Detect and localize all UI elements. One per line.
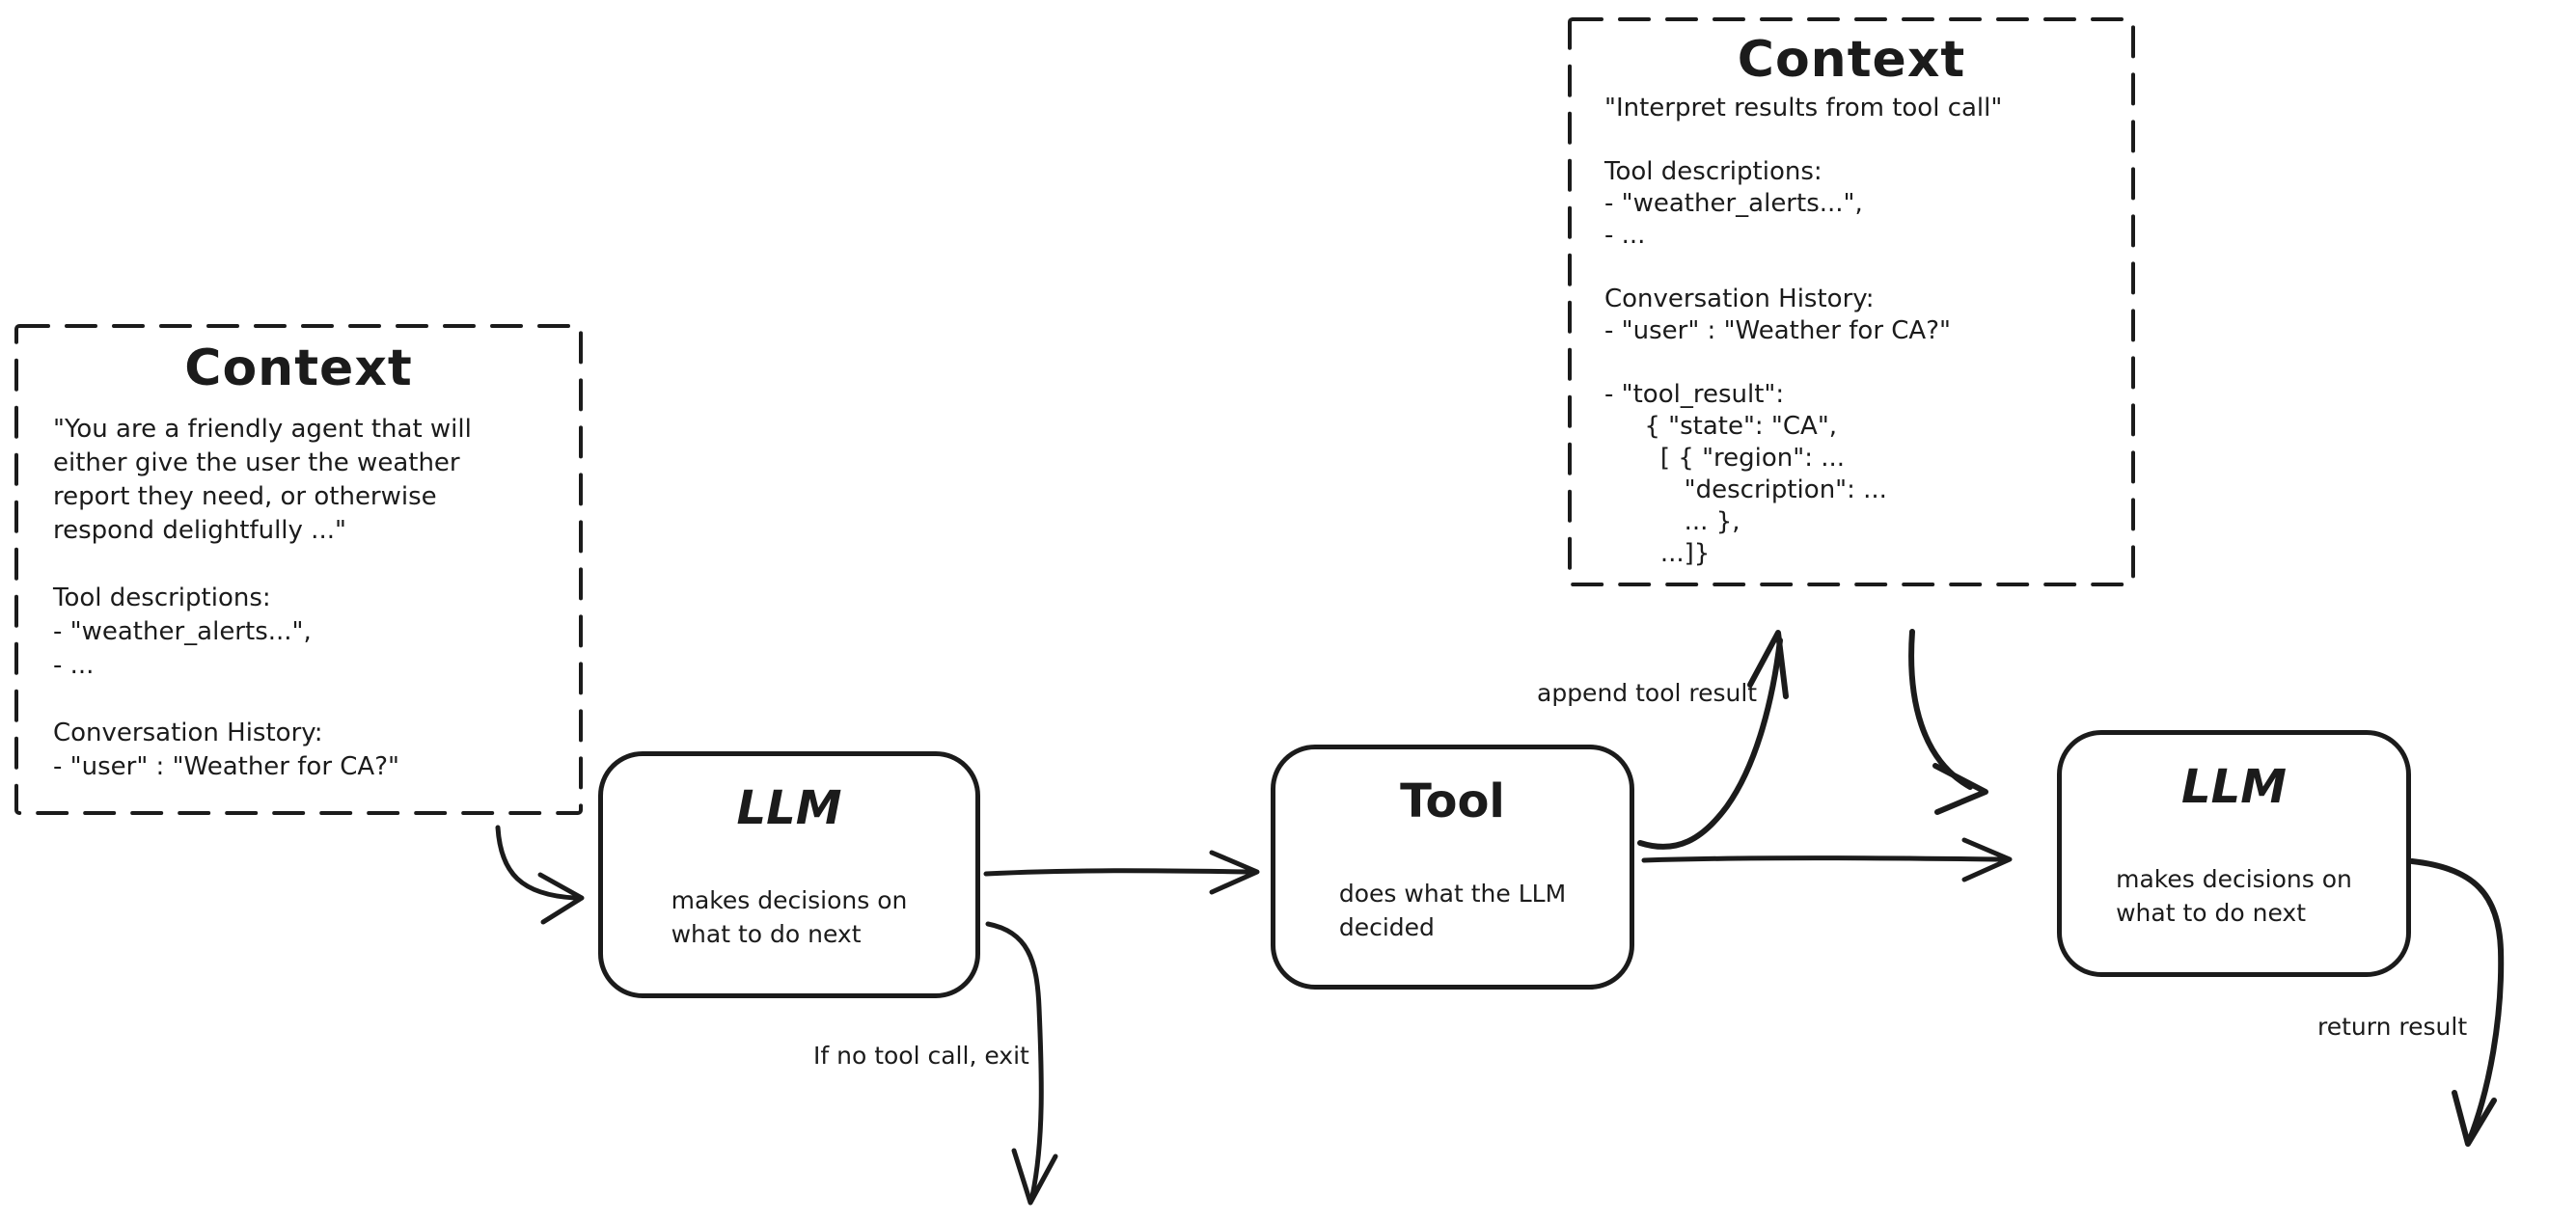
- context-right-outline: [1568, 17, 2135, 586]
- node-llm-2: LLM makes decisions on what to do next: [2057, 730, 2411, 977]
- node-llm-2-title: LLM: [2181, 760, 2287, 814]
- node-tool: Tool does what the LLM decided: [1271, 745, 1634, 990]
- arrow-context-to-llm1: [495, 825, 585, 925]
- label-append-tool-result: append tool result: [1537, 679, 1758, 707]
- label-return-result: return result: [2317, 1013, 2468, 1041]
- arrow-llm1-exit: [985, 921, 1058, 1206]
- context-right-body: "Interpret results from tool call" Tool …: [1604, 94, 2003, 568]
- node-tool-title: Tool: [1400, 774, 1505, 828]
- arrow-llm1-to-tool: [983, 850, 1260, 895]
- node-llm-1-title: LLM: [736, 781, 842, 835]
- node-llm-2-subtitle: makes decisions on what to do next: [2116, 865, 2352, 927]
- context-left-outline: [14, 324, 583, 815]
- node-tool-subtitle: does what the LLM decided: [1338, 880, 1567, 941]
- context-left-title: Context: [184, 339, 413, 397]
- node-llm-1: LLM makes decisions on what to do next: [598, 751, 980, 998]
- context-left-body: "You are a friendly agent that will eith…: [53, 415, 472, 781]
- label-if-no-tool-call-exit: If no tool call, exit: [813, 1042, 1029, 1070]
- arrow-tool-to-llm2: [1641, 837, 2013, 882]
- arrow-context-to-llm2: [1908, 629, 1988, 815]
- arrow-llm2-return: [2409, 858, 2505, 1147]
- arrow-tool-to-context: [1637, 630, 1789, 850]
- node-llm-1-subtitle: makes decisions on what to do next: [671, 886, 908, 948]
- context-right-title: Context: [1737, 31, 1966, 89]
